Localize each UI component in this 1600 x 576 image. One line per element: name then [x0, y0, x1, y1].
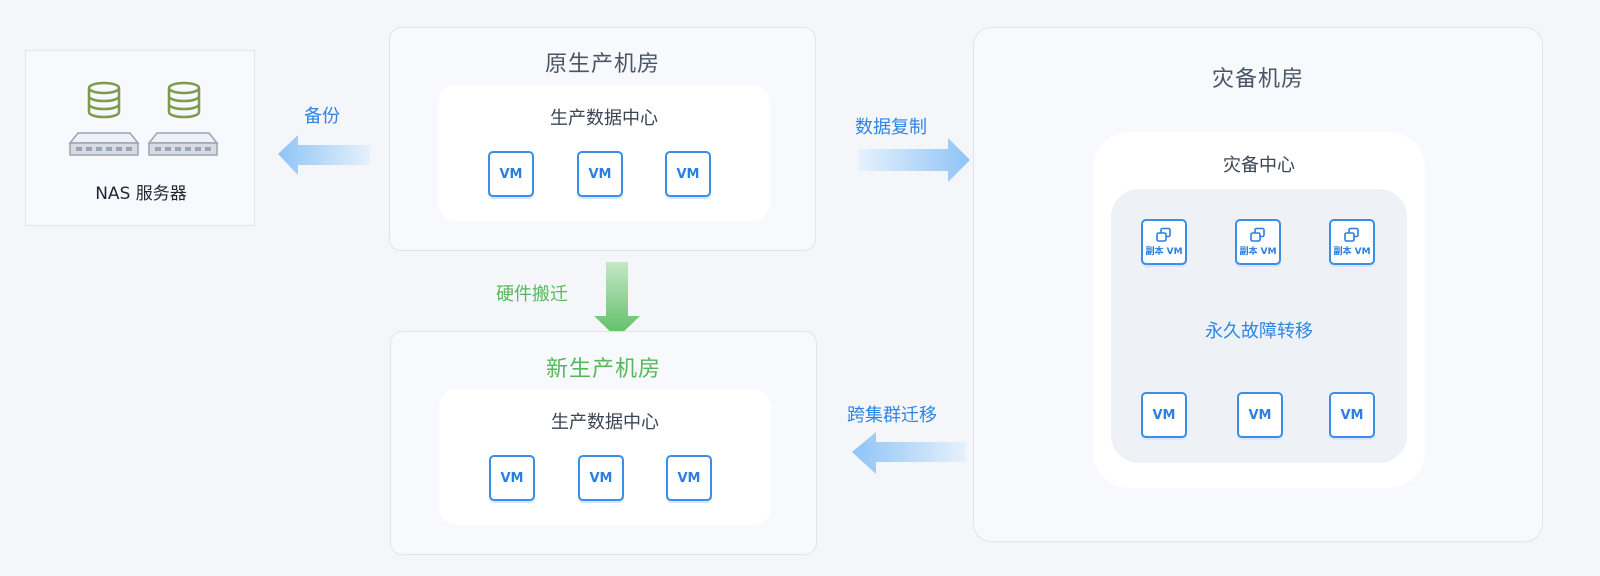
production-datacenter-card: 生产数据中心 VM VM VM [439, 389, 771, 525]
dr-vm-pool: 副本 VM 副本 VM 副本 VM [1111, 189, 1407, 463]
server-rack-icon [68, 132, 140, 156]
vm-node: VM [1141, 392, 1187, 438]
copy-icon [1156, 227, 1171, 242]
hardware-migration-label: 硬件搬迁 [496, 284, 568, 305]
production-datacenter-card: 生产数据中心 VM VM VM [438, 85, 770, 221]
vm-node: VM [488, 151, 534, 197]
replica-vm-node: 副本 VM [1235, 219, 1281, 265]
vm-node: VM [1237, 392, 1283, 438]
nas-server-box: NAS 服务器 [25, 50, 255, 226]
new-production-room: 新生产机房 生产数据中心 VM VM VM [390, 331, 817, 555]
room-title: 灾备机房 [1211, 67, 1304, 92]
replication-arrow [858, 138, 970, 182]
datacenter-title: 生产数据中心 [551, 412, 659, 433]
replica-vm-node: 副本 VM [1141, 219, 1187, 265]
datacenter-title: 生产数据中心 [550, 108, 658, 129]
failover-label: 永久故障转移 [1205, 321, 1313, 342]
replication-label: 数据复制 [855, 117, 927, 138]
replica-vm-node: 副本 VM [1329, 219, 1375, 265]
replica-vm-label: 副本 VM [1145, 247, 1183, 257]
database-icon [87, 81, 121, 119]
vm-node: VM [489, 455, 535, 501]
database-icon [167, 81, 201, 119]
room-title: 新生产机房 [545, 357, 661, 382]
backup-label: 备份 [304, 106, 340, 127]
copy-icon [1344, 227, 1359, 242]
nas-server-label: NAS 服务器 [95, 184, 187, 204]
cross-cluster-migration-arrow [852, 432, 966, 474]
cross-cluster-migration-label: 跨集群迁移 [847, 405, 937, 426]
dr-center-card: 灾备中心 副本 VM 副本 VM [1093, 132, 1425, 488]
vm-node: VM [577, 151, 623, 197]
vm-node: VM [666, 455, 712, 501]
room-title: 原生产机房 [544, 52, 660, 77]
replica-vm-label: 副本 VM [1333, 247, 1371, 257]
hardware-migration-arrow [594, 262, 640, 338]
vm-node: VM [1329, 392, 1375, 438]
original-production-room: 原生产机房 生产数据中心 VM VM VM [389, 27, 816, 251]
server-rack-icon [147, 132, 219, 156]
copy-icon [1250, 227, 1265, 242]
backup-arrow [278, 135, 370, 175]
vm-node: VM [665, 151, 711, 197]
dr-center-title: 灾备中心 [1223, 155, 1295, 176]
replica-vm-label: 副本 VM [1239, 247, 1277, 257]
disaster-recovery-room: 灾备机房 灾备中心 副本 VM [973, 27, 1543, 542]
vm-node: VM [578, 455, 624, 501]
